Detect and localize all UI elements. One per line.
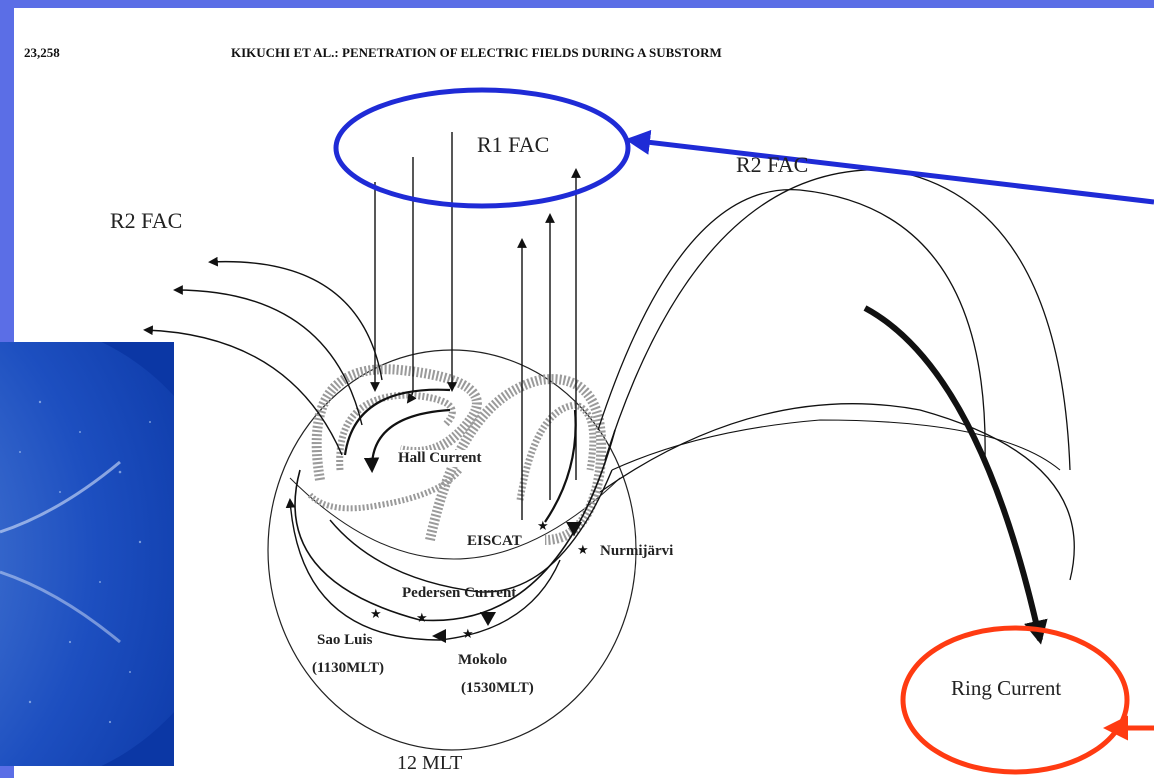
label-sao-luis: Sao Luis <box>317 632 372 649</box>
globe-inner-curve <box>290 478 620 559</box>
ring-current-arrow <box>865 308 1040 640</box>
r2-fac-left-3 <box>145 330 342 455</box>
label-12-mlt: 12 MLT <box>397 752 462 775</box>
r1-fac-pointer-arrow <box>630 140 1154 202</box>
r2-fac-right-1 <box>598 190 985 460</box>
label-mokolo: Mokolo <box>458 652 507 669</box>
label-mokolo-mlt: (1530MLT) <box>461 680 534 697</box>
label-nurmijarvi: Nurmijärvi <box>600 543 673 560</box>
star-nurmijarvi: ★ <box>577 542 589 557</box>
r2-fac-right-2 <box>605 170 1070 470</box>
hall-band-right-inner <box>520 405 593 500</box>
star-pedersen: ★ <box>416 610 428 625</box>
star-eiscat: ★ <box>537 518 549 533</box>
label-ring-current: Ring Current <box>951 676 1061 701</box>
label-pedersen-current: Pedersen Current <box>402 585 516 602</box>
label-r2-fac-left: R2 FAC <box>110 208 182 234</box>
star-mokolo: ★ <box>462 626 474 641</box>
label-eiscat: EISCAT <box>467 533 522 550</box>
label-hall-current: Hall Current <box>398 450 481 467</box>
r2-fac-left-2 <box>175 290 362 425</box>
mokolo-arrowhead <box>432 629 446 643</box>
label-r1-fac: R1 FAC <box>477 132 549 158</box>
r2-fac-right-4 <box>612 420 1060 470</box>
star-sao-luis: ★ <box>370 606 382 621</box>
label-r2-fac-right: R2 FAC <box>736 152 808 178</box>
label-sao-luis-mlt: (1130MLT) <box>312 660 384 677</box>
pedersen-arrowhead <box>480 612 496 626</box>
